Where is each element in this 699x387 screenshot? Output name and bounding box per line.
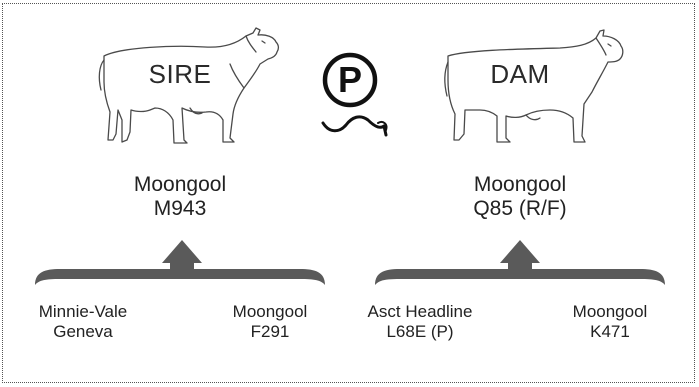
sire-parents-brace bbox=[35, 240, 325, 285]
sire-label: SIRE bbox=[148, 59, 212, 89]
sire-name: Moongool M943 bbox=[80, 173, 280, 221]
dam-sire-line1: Asct Headline bbox=[367, 302, 473, 321]
dam-dam-line2: K471 bbox=[590, 321, 630, 341]
pedigree-frame bbox=[2, 3, 695, 383]
polled-symbol-icon bbox=[321, 52, 388, 137]
dam-dam-name: Moongool K471 bbox=[545, 302, 675, 341]
dam-sire-name: Asct Headline L68E (P) bbox=[345, 302, 495, 341]
dam-parents-brace bbox=[375, 240, 665, 285]
dam-name-line2: Q85 (R/F) bbox=[473, 197, 567, 221]
dam-sire-line2: L68E (P) bbox=[386, 321, 454, 341]
bull-outline-icon bbox=[98, 27, 280, 144]
polled-letter: P bbox=[337, 59, 362, 100]
sire-dam-line2: F291 bbox=[250, 321, 290, 341]
dam-name: Moongool Q85 (R/F) bbox=[420, 173, 620, 221]
sire-sire-line1: Minnie-Vale bbox=[38, 302, 128, 321]
sire-name-line1: Moongool bbox=[133, 173, 227, 196]
dam-label: DAM bbox=[490, 59, 550, 89]
dam-name-line1: Moongool bbox=[473, 173, 567, 196]
sire-sire-line2: Geneva bbox=[53, 321, 113, 341]
dam-dam-line1: Moongool bbox=[572, 302, 648, 321]
sire-name-line2: M943 bbox=[153, 197, 207, 221]
sire-sire-name: Minnie-Vale Geneva bbox=[18, 302, 148, 341]
sire-dam-name: Moongool F291 bbox=[205, 302, 335, 341]
cow-outline-icon bbox=[444, 29, 624, 143]
sire-dam-line1: Moongool bbox=[232, 302, 308, 321]
